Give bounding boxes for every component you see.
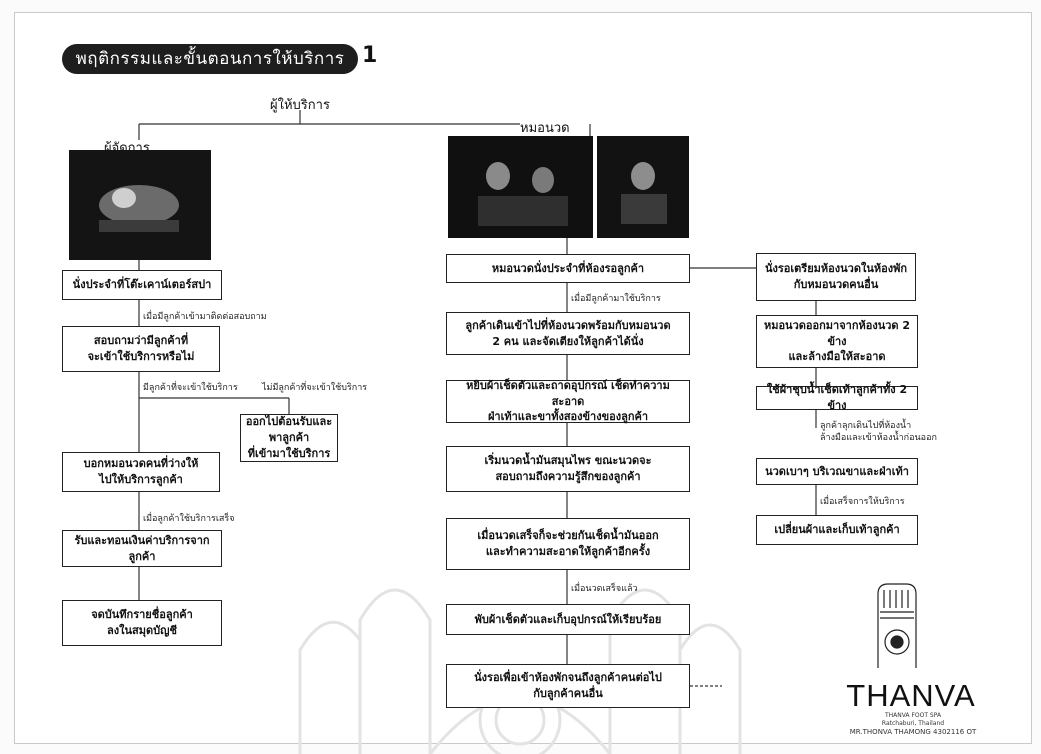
right-step-3: ใช้ผ้าชุบน้ำเช็ดเท้าลูกค้าทั้ง 2 ข้าง xyxy=(756,383,918,412)
brand-location: Ratchaburi, Thailand xyxy=(881,720,945,727)
right-note-washroom: ลูกค้าลุกเดินไปที่ห้องน้ำล้างมือและเข้าห… xyxy=(820,421,937,443)
brand-name: THANVA xyxy=(846,678,976,713)
right-step-2: หมอนวดออกมาจากห้องนวด 2 ข้างและล้างมือให… xyxy=(756,315,918,368)
therapist-step-5: เมื่อนวดเสร็จก็จะช่วยกันเช็ดน้ำมันออกและ… xyxy=(446,518,690,570)
brand-subtitle: THANVA FOOT SPA xyxy=(884,712,942,719)
manager-note-no: ไม่มีลูกค้าที่จะเข้าใช้บริการ xyxy=(262,383,368,393)
page-number: 1 xyxy=(362,43,378,68)
therapist-step-1: หมอนวดนั่งประจำที่ห้องรอลูกค้า xyxy=(446,254,690,283)
manager-step-2: สอบถามว่ามีลูกค้าที่จะเข้าใช้บริการหรือไ… xyxy=(62,326,220,372)
therapist-step-3: หยิบผ้าเช็ดตัวและถาดอุปกรณ์ เช็ดทำความสะ… xyxy=(446,379,690,423)
manager-note-yes: มีลูกค้าที่จะเข้าใช้บริการ xyxy=(143,383,238,393)
therapist-note-customer: เมื่อมีลูกค้ามาใช้บริการ xyxy=(571,294,661,304)
right-step-4: นวดเบาๆ บริเวณขาและฝ่าเท้า xyxy=(756,458,918,485)
therapist-step-2: ลูกค้าเดินเข้าไปที่ห้องนวดพร้อมกับหมอนวด… xyxy=(446,312,690,355)
right-step-5: เปลี่ยนผ้าและเก็บเท้าลูกค้า xyxy=(756,515,918,545)
root-label: ผู้ให้บริการ xyxy=(270,98,330,113)
manager-note-finished: เมื่อลูกค้าใช้บริการเสร็จ xyxy=(143,514,235,524)
manager-step-5: จดบันทึกรายชื่อลูกค้าลงในสมุดบัญชี xyxy=(62,600,222,646)
therapist-step-7: นั่งรอเพื่อเข้าห้องพักจนถึงลูกค้าคนต่อไป… xyxy=(446,664,690,708)
page-title: พฤติกรรมและขั้นตอนการให้บริการ xyxy=(62,44,358,74)
manager-photo xyxy=(69,150,211,260)
manager-step-4: รับและทอนเงินค่าบริการจากลูกค้า xyxy=(62,530,222,567)
manager-step-1: นั่งประจำที่โต๊ะเคาน์เตอร์สปา xyxy=(62,270,222,300)
manager-step-welcome: ออกไปต้อนรับและพาลูกค้าที่เข้ามาใช้บริกา… xyxy=(240,414,338,462)
right-note-finished: เมื่อเสร็จการให้บริการ xyxy=(820,497,905,507)
manager-step-3: บอกหมอนวดคนที่ว่างให้ไปให้บริการลูกค้า xyxy=(62,452,220,492)
therapist-label: หมอนวด xyxy=(520,121,570,136)
therapist-photo-2 xyxy=(597,136,689,238)
therapist-photo-1 xyxy=(448,136,593,238)
therapist-step-6: พับผ้าเช็ดตัวและเก็บอุปกรณ์ให้เรียบร้อย xyxy=(446,604,690,635)
brand-credit: MR.THONVA THAMONG 4302116 OT xyxy=(849,728,977,736)
manager-note-inquiry: เมื่อมีลูกค้าเข้ามาติดต่อสอบถาม xyxy=(143,312,267,322)
therapist-note-done: เมื่อนวดเสร็จแล้ว xyxy=(571,584,638,594)
right-step-1: นั่งรอเตรียมห้องนวดในห้องพักกับหมอนวดคนอ… xyxy=(756,253,916,301)
therapist-step-4: เริ่มนวดน้ำมันสมุนไพร ขณะนวดจะสอบถามถึงค… xyxy=(446,446,690,492)
